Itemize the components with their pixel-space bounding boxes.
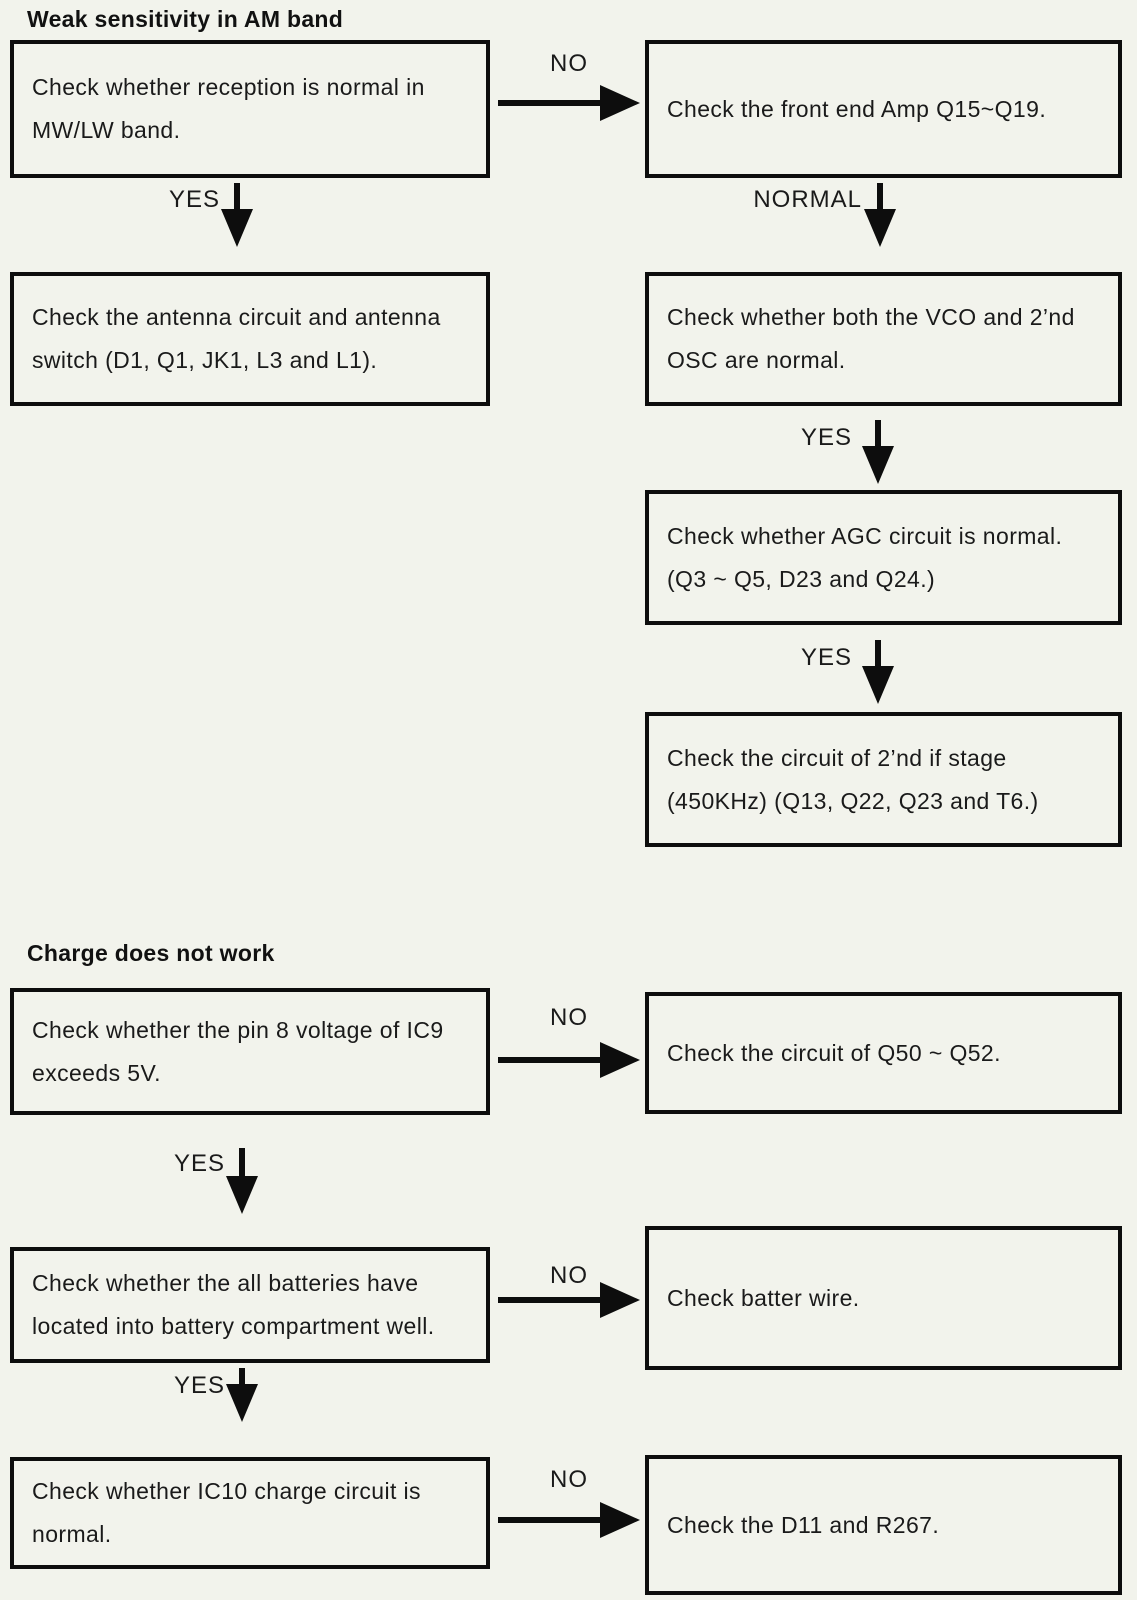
arrow-line	[498, 1517, 600, 1523]
yes-label: YES	[168, 186, 220, 213]
flow-node-if-stage: Check the circuit of 2’nd if stage (450K…	[645, 712, 1122, 847]
flow-node-ic9-voltage: Check whether the pin 8 voltage of IC9 e…	[10, 988, 490, 1115]
arrow-head	[864, 209, 896, 247]
arrow-down-icon	[862, 640, 894, 704]
node-text-line: normal.	[32, 1521, 112, 1547]
arrow-right-icon	[498, 85, 640, 121]
arrow-head	[862, 666, 894, 704]
arrow-right-icon	[498, 1282, 640, 1318]
arrow-head	[600, 1282, 640, 1318]
node-text-line: Check the D11 and R267.	[667, 1511, 940, 1538]
arrow-head	[862, 446, 894, 484]
node-text-line: switch (D1, Q1, JK1, L3 and L1).	[32, 347, 378, 373]
arrow-right-icon	[498, 1502, 640, 1538]
yes-label: YES	[173, 1372, 225, 1399]
arrow-down-icon	[864, 183, 896, 247]
arrow-line	[498, 1057, 600, 1063]
node-text-line: Check whether AGC circuit is normal.	[667, 522, 1063, 549]
arrow-down-icon	[226, 1148, 258, 1214]
arrow-right-icon	[498, 1042, 640, 1078]
flow-node-d11-r267: Check the D11 and R267.	[645, 1455, 1122, 1595]
node-text-line: located into battery compartment well.	[32, 1313, 435, 1339]
flow-node-vco-osc: Check whether both the VCO and 2’nd OSC …	[645, 272, 1122, 406]
flow-node-agc-circuit: Check whether AGC circuit is normal. (Q3…	[645, 490, 1122, 625]
arrow-line	[234, 183, 240, 209]
arrow-line	[875, 640, 881, 666]
node-text-line: Check the circuit of Q50 ~ Q52.	[667, 1039, 1001, 1066]
arrow-line	[239, 1368, 245, 1384]
flow-node-q50-circuit: Check the circuit of Q50 ~ Q52.	[645, 992, 1122, 1114]
no-label: NO	[550, 1262, 588, 1289]
node-text-line: Check whether the all batteries have	[32, 1270, 419, 1296]
arrow-head	[600, 1042, 640, 1078]
arrow-line	[875, 420, 881, 446]
yes-label: YES	[800, 644, 852, 671]
arrow-line	[239, 1148, 245, 1176]
no-label: NO	[550, 1466, 588, 1493]
flow-node-front-end-amp: Check the front end Amp Q15~Q19.	[645, 40, 1122, 178]
arrow-head	[600, 85, 640, 121]
section-title-charge: Charge does not work	[27, 940, 275, 966]
yes-label: YES	[800, 424, 852, 451]
node-text-line: Check whether IC10 charge circuit is	[32, 1478, 421, 1504]
section-title-am-band: Weak sensitivity in AM band	[27, 6, 344, 32]
arrow-down-icon	[226, 1368, 258, 1422]
arrow-line	[877, 183, 883, 209]
flow-node-batteries: Check whether the all batteries have loc…	[10, 1247, 490, 1363]
flow-node-reception: Check whether reception is normal in MW/…	[10, 40, 490, 178]
node-text-line: exceeds 5V.	[32, 1059, 161, 1086]
arrow-down-icon	[221, 183, 253, 247]
arrow-line	[498, 1297, 600, 1303]
flow-node-ic10-charge: Check whether IC10 charge circuit is nor…	[10, 1457, 490, 1569]
arrow-line	[498, 100, 600, 106]
arrow-head	[226, 1384, 258, 1422]
no-label: NO	[550, 50, 588, 77]
arrow-head	[221, 209, 253, 247]
flow-node-batter-wire: Check batter wire.	[645, 1226, 1122, 1370]
flow-node-antenna-circuit: Check the antenna circuit and antenna sw…	[10, 272, 490, 406]
arrow-head	[600, 1502, 640, 1538]
node-text-line: Check whether the pin 8 voltage of IC9	[32, 1016, 444, 1043]
node-text-line: Check whether both the VCO and 2’nd	[667, 304, 1075, 330]
no-label: NO	[550, 1004, 588, 1031]
normal-label: NORMAL	[753, 186, 862, 213]
arrow-head	[226, 1176, 258, 1214]
arrow-down-icon	[862, 420, 894, 484]
node-text-line: MW/LW band.	[32, 117, 181, 143]
node-text-line: Check the circuit of 2’nd if stage	[667, 744, 1007, 771]
node-text-line: Check the antenna circuit and antenna	[32, 304, 441, 330]
node-text-line: (Q3 ~ Q5, D23 and Q24.)	[667, 565, 936, 592]
yes-label: YES	[173, 1150, 225, 1177]
node-text-line: Check batter wire.	[667, 1284, 860, 1311]
node-text-line: OSC are normal.	[667, 347, 846, 373]
node-text-line: Check whether reception is normal in	[32, 74, 425, 100]
node-text-line: Check the front end Amp Q15~Q19.	[667, 95, 1047, 122]
node-text-line: (450KHz) (Q13, Q22, Q23 and T6.)	[667, 787, 1039, 814]
